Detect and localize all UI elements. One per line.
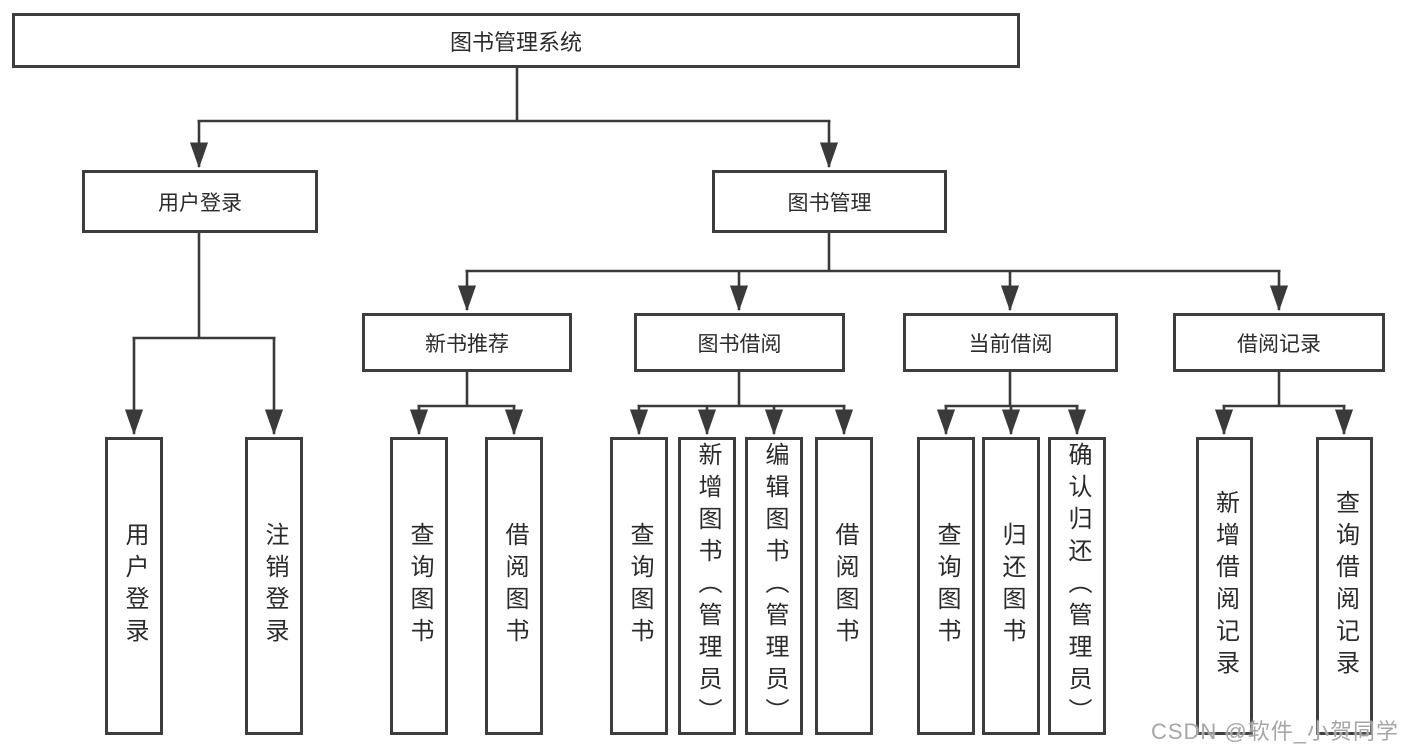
node-current-borrowing: 当前借阅 (903, 313, 1118, 372)
leaf-user-login: 用户登录 (105, 437, 163, 735)
leaf-borrow-books-recommend-label: 借阅图书 (501, 522, 528, 650)
leaf-query-books-current-label: 查询图书 (933, 522, 960, 650)
leaf-borrow-books-borrowing-label: 借阅图书 (831, 522, 858, 650)
node-borrow-records: 借阅记录 (1173, 313, 1385, 372)
node-new-book-recommend-label: 新书推荐 (425, 332, 509, 356)
leaf-confirm-return-admin-label: 确认归还（管理员） (1064, 442, 1091, 730)
leaf-query-books-recommend-label: 查询图书 (406, 522, 433, 650)
leaf-query-books-recommend: 查询图书 (390, 437, 448, 735)
leaf-logout-label: 注销登录 (261, 522, 288, 650)
leaf-return-books-label: 归还图书 (998, 522, 1025, 650)
leaf-user-login-label: 用户登录 (121, 522, 148, 650)
node-root: 图书管理系统 (12, 13, 1020, 68)
node-root-label: 图书管理系统 (449, 29, 582, 55)
leaf-edit-book-admin-label: 编辑图书（管理员） (761, 442, 788, 730)
leaf-return-books: 归还图书 (982, 437, 1040, 735)
node-book-borrowing-label: 图书借阅 (697, 332, 782, 356)
node-book-management: 图书管理 (712, 170, 947, 233)
leaf-query-books-borrowing: 查询图书 (610, 437, 668, 735)
leaf-edit-book-admin: 编辑图书（管理员） (745, 437, 803, 735)
node-book-management-label: 图书管理 (787, 191, 872, 215)
leaf-query-books-current: 查询图书 (917, 437, 975, 735)
leaf-add-borrow-record: 新增借阅记录 (1196, 437, 1253, 735)
leaf-query-borrow-record-label: 查询借阅记录 (1331, 490, 1359, 682)
watermark: CSDN @软件_小贺同学 (1150, 719, 1399, 744)
leaf-add-book-admin-label: 新增图书（管理员） (694, 442, 721, 730)
leaf-confirm-return-admin: 确认归还（管理员） (1048, 437, 1106, 735)
leaf-borrow-books-recommend: 借阅图书 (485, 437, 543, 735)
node-user-login-label: 用户登录 (158, 191, 242, 215)
node-book-borrowing: 图书借阅 (634, 313, 845, 372)
leaf-query-borrow-record: 查询借阅记录 (1316, 437, 1373, 735)
node-user-login: 用户登录 (82, 170, 318, 233)
node-new-book-recommend: 新书推荐 (362, 313, 572, 372)
leaf-borrow-books-borrowing: 借阅图书 (815, 437, 873, 735)
leaf-add-borrow-record-label: 新增借阅记录 (1211, 490, 1239, 682)
node-borrow-records-label: 借阅记录 (1237, 332, 1321, 356)
node-current-borrowing-label: 当前借阅 (968, 332, 1053, 356)
leaf-logout: 注销登录 (245, 437, 303, 735)
leaf-add-book-admin: 新增图书（管理员） (678, 437, 736, 735)
leaf-query-books-borrowing-label: 查询图书 (626, 522, 653, 650)
